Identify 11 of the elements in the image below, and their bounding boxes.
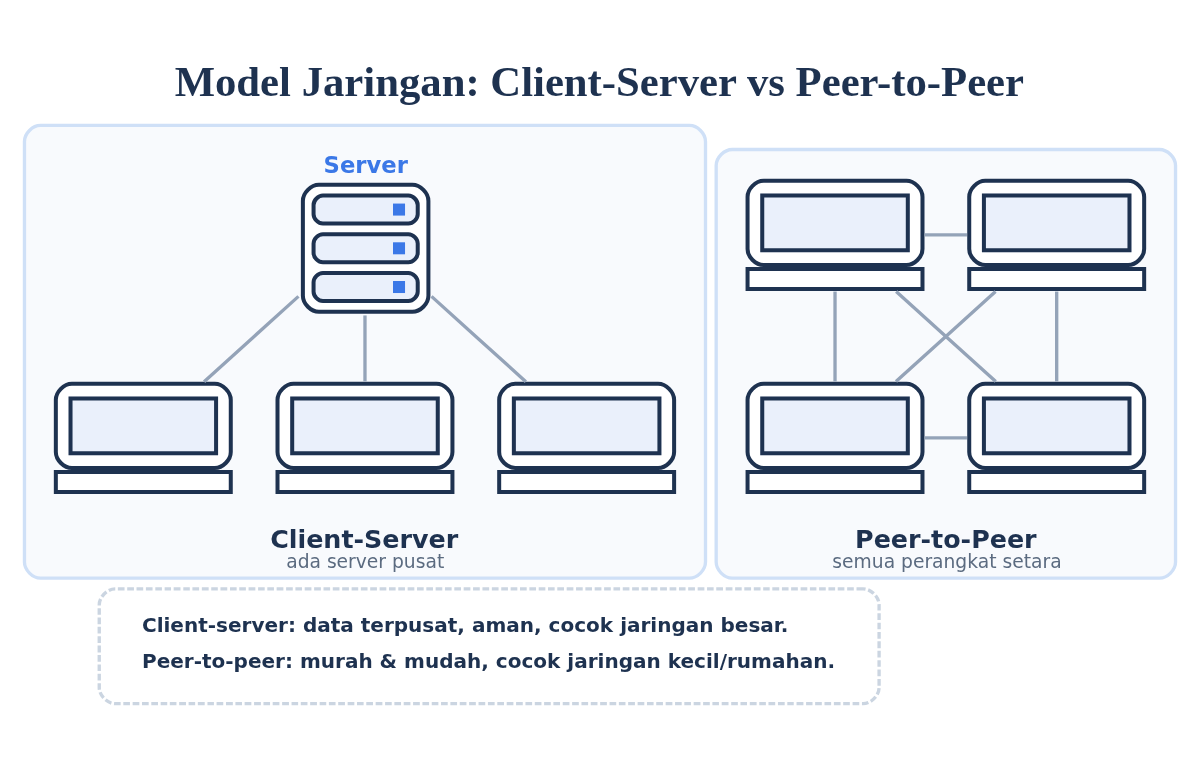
connector [833,291,837,381]
connector [1055,291,1059,381]
connector [924,232,967,237]
connector [924,435,967,440]
node-box: Client-server: data terpusat, aman, cocok jaringan besar. Peer-to-peer: murah & mudah, cocok jaringan kecil/rumahan. [97,586,881,705]
connector [202,294,300,383]
cluster: Peer-to-Peer semua perangkat setara [714,147,1178,580]
diagram-title: Model Jaringan: Client-Server vs Peer-to-Peer [174,57,1025,105]
connector [430,294,527,383]
connector [363,314,367,381]
node-label: Server [323,151,408,178]
